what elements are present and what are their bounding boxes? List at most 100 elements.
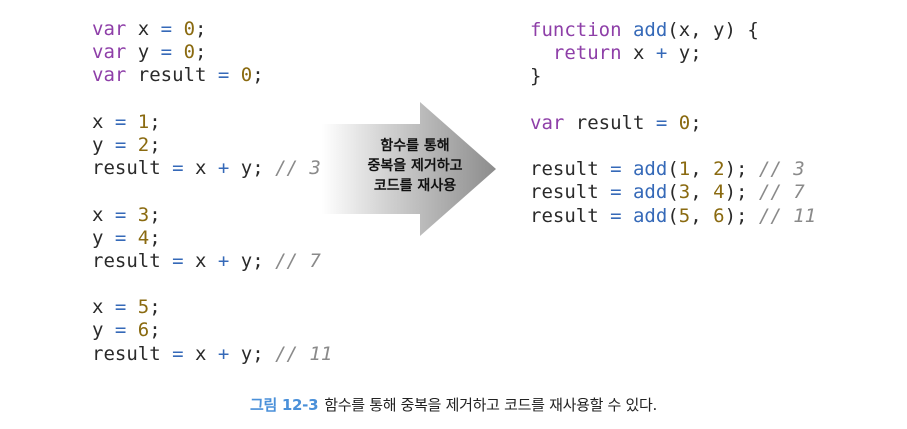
code-token: result bbox=[530, 181, 611, 204]
code-token: // 11 bbox=[275, 342, 333, 365]
arrow-label-line: 코드를 재사용 bbox=[373, 178, 457, 194]
code-token: // 11 bbox=[758, 204, 817, 227]
code-line: result = x + y; // 3 bbox=[92, 157, 332, 180]
code-token: = bbox=[114, 226, 127, 249]
code-token: = bbox=[160, 18, 173, 40]
caption-text: 함수를 통해 중복을 제거하고 코드를 재사용할 수 있다. bbox=[324, 396, 657, 414]
code-token: result bbox=[126, 64, 218, 87]
code-token: // 7 bbox=[275, 249, 321, 272]
code-token: 1 bbox=[137, 110, 150, 133]
code-token: 1 bbox=[678, 158, 691, 181]
code-token bbox=[622, 19, 633, 41]
code-token: ; bbox=[252, 64, 264, 87]
code-token: function bbox=[530, 19, 622, 41]
code-token: + bbox=[217, 342, 230, 365]
code-token: ; bbox=[149, 296, 161, 319]
code-token: 0 bbox=[240, 64, 253, 87]
code-token bbox=[126, 319, 137, 341]
code-token: = bbox=[172, 249, 184, 272]
code-token: ; bbox=[195, 41, 207, 64]
code-token: , bbox=[690, 204, 714, 227]
code-token: = bbox=[610, 181, 622, 204]
code-token: ; bbox=[149, 319, 161, 342]
code-token: return bbox=[552, 42, 622, 65]
code-token: = bbox=[610, 204, 622, 227]
code-token: result bbox=[564, 111, 656, 134]
code-line: x = 5; bbox=[92, 296, 332, 319]
code-line bbox=[530, 135, 816, 158]
code-token: add bbox=[632, 158, 668, 181]
code-line: function add(x, y) { bbox=[530, 19, 816, 42]
code-token: = bbox=[172, 342, 184, 365]
code-token bbox=[622, 181, 633, 203]
code-token: ( bbox=[667, 158, 679, 181]
code-line: var x = 0; bbox=[92, 18, 332, 41]
code-token: = bbox=[610, 158, 622, 181]
caption-label: 그림 12-3 bbox=[249, 396, 319, 414]
code-token bbox=[172, 18, 183, 40]
code-token: result bbox=[530, 204, 611, 227]
code-token: y bbox=[92, 319, 115, 342]
code-line: y = 6; bbox=[92, 319, 332, 342]
code-block-before: var x = 0;var y = 0;var result = 0; x = … bbox=[92, 18, 332, 366]
code-token bbox=[229, 64, 240, 86]
code-token: 5 bbox=[678, 204, 691, 227]
code-token: x bbox=[92, 203, 115, 226]
code-token: 3 bbox=[678, 181, 691, 204]
code-token: y; bbox=[667, 42, 702, 65]
code-token: 0 bbox=[183, 41, 196, 64]
code-line bbox=[92, 88, 332, 111]
code-token: 3 bbox=[137, 203, 150, 226]
code-token: 4 bbox=[137, 226, 150, 249]
code-token: result bbox=[530, 158, 611, 181]
code-token: add bbox=[632, 19, 668, 41]
code-line: result = add(3, 4); // 7 bbox=[530, 181, 816, 204]
code-token bbox=[126, 111, 137, 133]
code-token: 2 bbox=[713, 158, 725, 181]
code-token: 6 bbox=[137, 319, 150, 342]
arrow-label-line: 함수를 통해 bbox=[380, 138, 450, 154]
code-token: y bbox=[92, 133, 115, 156]
code-token: // 3 bbox=[275, 157, 321, 180]
code-token: , bbox=[690, 158, 714, 181]
code-token: 2 bbox=[137, 133, 150, 156]
code-token: ; bbox=[195, 18, 207, 40]
code-token: result bbox=[92, 157, 173, 180]
code-token: result bbox=[92, 342, 173, 365]
code-line bbox=[530, 89, 816, 112]
code-token: 6 bbox=[713, 204, 725, 227]
code-line: result = x + y; // 11 bbox=[92, 343, 332, 366]
code-token: = bbox=[160, 41, 173, 64]
code-token: x bbox=[621, 42, 656, 65]
code-token: y bbox=[92, 226, 115, 249]
code-token: y; bbox=[229, 157, 276, 180]
code-token: = bbox=[655, 111, 668, 134]
code-token: var bbox=[92, 41, 127, 64]
code-line: y = 2; bbox=[92, 134, 332, 157]
code-token: ); bbox=[724, 204, 759, 227]
code-token: // 7 bbox=[758, 181, 805, 204]
code-token bbox=[126, 227, 137, 249]
code-token bbox=[530, 42, 553, 64]
code-token bbox=[126, 204, 137, 226]
code-line: result = add(1, 2); // 3 bbox=[530, 158, 816, 181]
code-token bbox=[667, 112, 678, 134]
code-token: x bbox=[183, 249, 218, 272]
code-token: y; bbox=[229, 249, 276, 272]
code-token: 0 bbox=[678, 111, 691, 134]
code-token: ; bbox=[149, 133, 161, 156]
code-token bbox=[172, 41, 183, 63]
code-token: x bbox=[183, 157, 218, 180]
code-line: y = 4; bbox=[92, 227, 332, 250]
code-token: ; bbox=[149, 226, 161, 249]
code-token: 5 bbox=[137, 296, 150, 319]
figure-caption: 그림 12-3 함수를 통해 중복을 제거하고 코드를 재사용할 수 있다. bbox=[0, 394, 907, 415]
code-line: var result = 0; bbox=[530, 112, 816, 135]
code-token: ; bbox=[149, 110, 161, 133]
code-token: = bbox=[172, 157, 184, 180]
code-token: add bbox=[632, 181, 668, 204]
code-token bbox=[126, 134, 137, 156]
code-token: + bbox=[217, 249, 230, 272]
code-token: ; bbox=[149, 203, 161, 226]
code-token: + bbox=[217, 157, 230, 180]
